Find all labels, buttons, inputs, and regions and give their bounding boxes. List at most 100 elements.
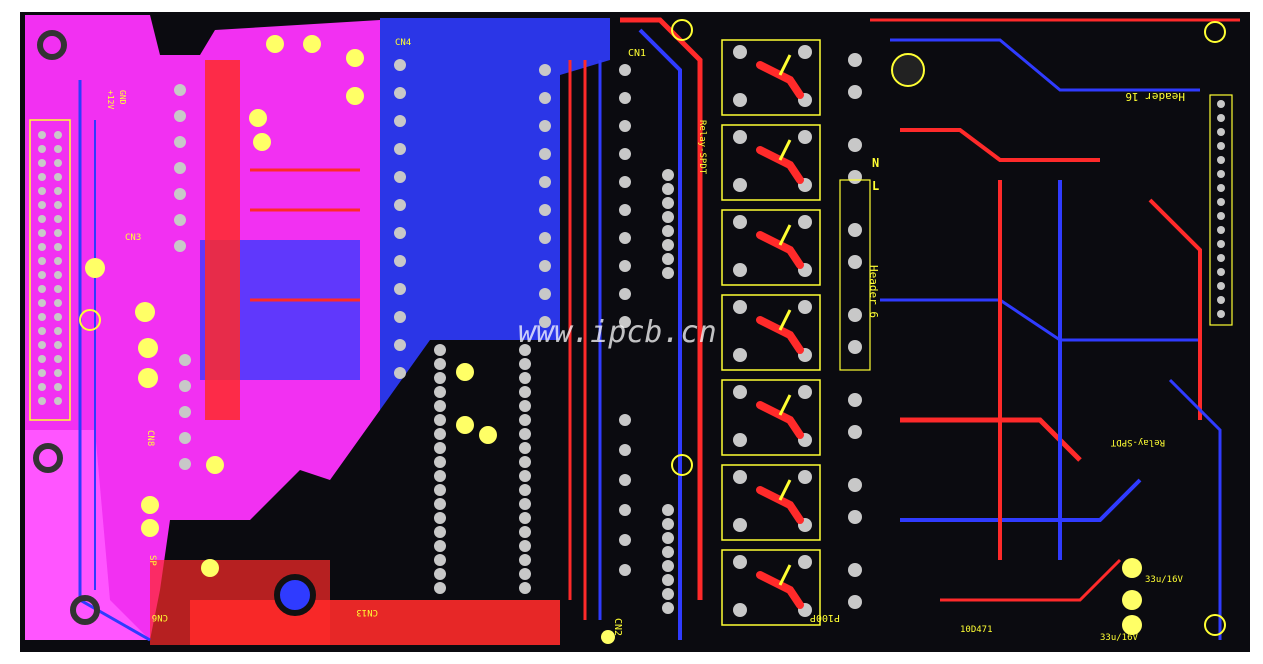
capacitor	[249, 109, 267, 127]
relay-outline	[721, 39, 821, 116]
pin-pad	[54, 285, 62, 293]
ic-pin	[174, 240, 186, 252]
ic-pin	[662, 183, 674, 195]
ic-pin	[174, 110, 186, 122]
ic-pin	[619, 120, 631, 132]
capacitor	[456, 363, 474, 381]
pin-pad	[54, 383, 62, 391]
ic-pin	[619, 414, 631, 426]
relay-pad	[733, 263, 747, 277]
relay-pad	[848, 340, 862, 354]
capacitor	[456, 416, 474, 434]
pin-pad	[54, 187, 62, 195]
pin-pad	[38, 145, 46, 153]
ic-pin	[662, 211, 674, 223]
ic-pin	[174, 214, 186, 226]
pin-pad	[54, 229, 62, 237]
ic-pin	[174, 84, 186, 96]
header-pin	[1217, 212, 1225, 220]
pin-pad	[54, 201, 62, 209]
trace	[900, 417, 1082, 462]
pin-pad	[38, 299, 46, 307]
relay-pad	[733, 348, 747, 362]
ic-pin	[394, 255, 406, 267]
ic-pin	[434, 400, 446, 412]
label-relay-spdt: Relay-SPDT	[697, 120, 707, 175]
pin-pad	[54, 159, 62, 167]
relay-pad	[798, 555, 812, 569]
pin-pad	[54, 243, 62, 251]
pin-pad	[38, 131, 46, 139]
header-pin	[1217, 226, 1225, 234]
relay-silk	[778, 479, 792, 501]
mount-hole	[671, 454, 693, 476]
ic-pin	[519, 358, 531, 370]
ic-pin	[519, 526, 531, 538]
capacitor	[138, 338, 158, 358]
pin-pad	[54, 313, 62, 321]
relay-pad	[798, 215, 812, 229]
pin-pad	[54, 299, 62, 307]
capacitor	[1122, 615, 1142, 635]
header-pin	[1217, 114, 1225, 122]
ic-pin	[539, 232, 551, 244]
relay-trace	[756, 401, 804, 439]
label-gnd: GND	[118, 90, 127, 105]
header-pin	[1217, 170, 1225, 178]
ic-pin	[619, 288, 631, 300]
ic-pin	[662, 504, 674, 516]
relay-pad	[798, 130, 812, 144]
ic-pin	[174, 162, 186, 174]
ic-pin	[619, 534, 631, 546]
label-n: N	[872, 156, 879, 170]
ic-pin	[519, 568, 531, 580]
pin-pad	[38, 383, 46, 391]
header-16-pins	[1217, 100, 1225, 318]
header-pin	[1217, 254, 1225, 262]
electrolytic-capacitors	[85, 35, 1142, 644]
relay-pad	[848, 255, 862, 269]
relay-pad	[733, 555, 747, 569]
ic-pin	[179, 354, 191, 366]
relay-pad	[733, 215, 747, 229]
capacitor	[346, 87, 364, 105]
pin-pad	[38, 173, 46, 181]
ic-pin	[179, 406, 191, 418]
ic-pin	[662, 574, 674, 586]
ic-pin	[539, 176, 551, 188]
label-relay-spdt-right: Relay-SPDT	[1110, 437, 1165, 447]
label-l: L	[872, 179, 879, 193]
capacitor	[253, 133, 271, 151]
ic-pin	[434, 428, 446, 440]
pin-pad	[38, 341, 46, 349]
pin-pad	[38, 257, 46, 265]
ic-pin	[619, 474, 631, 486]
relay-pad	[848, 308, 862, 322]
blue-copper-region	[380, 18, 610, 410]
ic-pin	[519, 344, 531, 356]
relay-outline	[721, 549, 821, 626]
ic-pin	[519, 414, 531, 426]
header-pin	[1217, 198, 1225, 206]
relay-outline	[721, 294, 821, 371]
relay-silk	[778, 564, 792, 586]
capacitor	[206, 456, 224, 474]
relay-pad	[848, 563, 862, 577]
watermark: www.ipcb.cn	[518, 315, 717, 350]
capacitor	[303, 35, 321, 53]
relay-pad	[733, 470, 747, 484]
header-pin	[1217, 128, 1225, 136]
ic-pin	[434, 372, 446, 384]
ic-pin	[519, 498, 531, 510]
pin-pad	[54, 173, 62, 181]
relay-trace	[756, 316, 804, 354]
ic-pin	[434, 554, 446, 566]
relay-silk	[778, 54, 792, 76]
capacitor	[479, 426, 497, 444]
ic-pin	[434, 344, 446, 356]
header-16-outline	[1209, 94, 1233, 326]
connector-cn-left	[29, 119, 71, 421]
ic-pin	[662, 602, 674, 614]
ic-pin	[434, 386, 446, 398]
